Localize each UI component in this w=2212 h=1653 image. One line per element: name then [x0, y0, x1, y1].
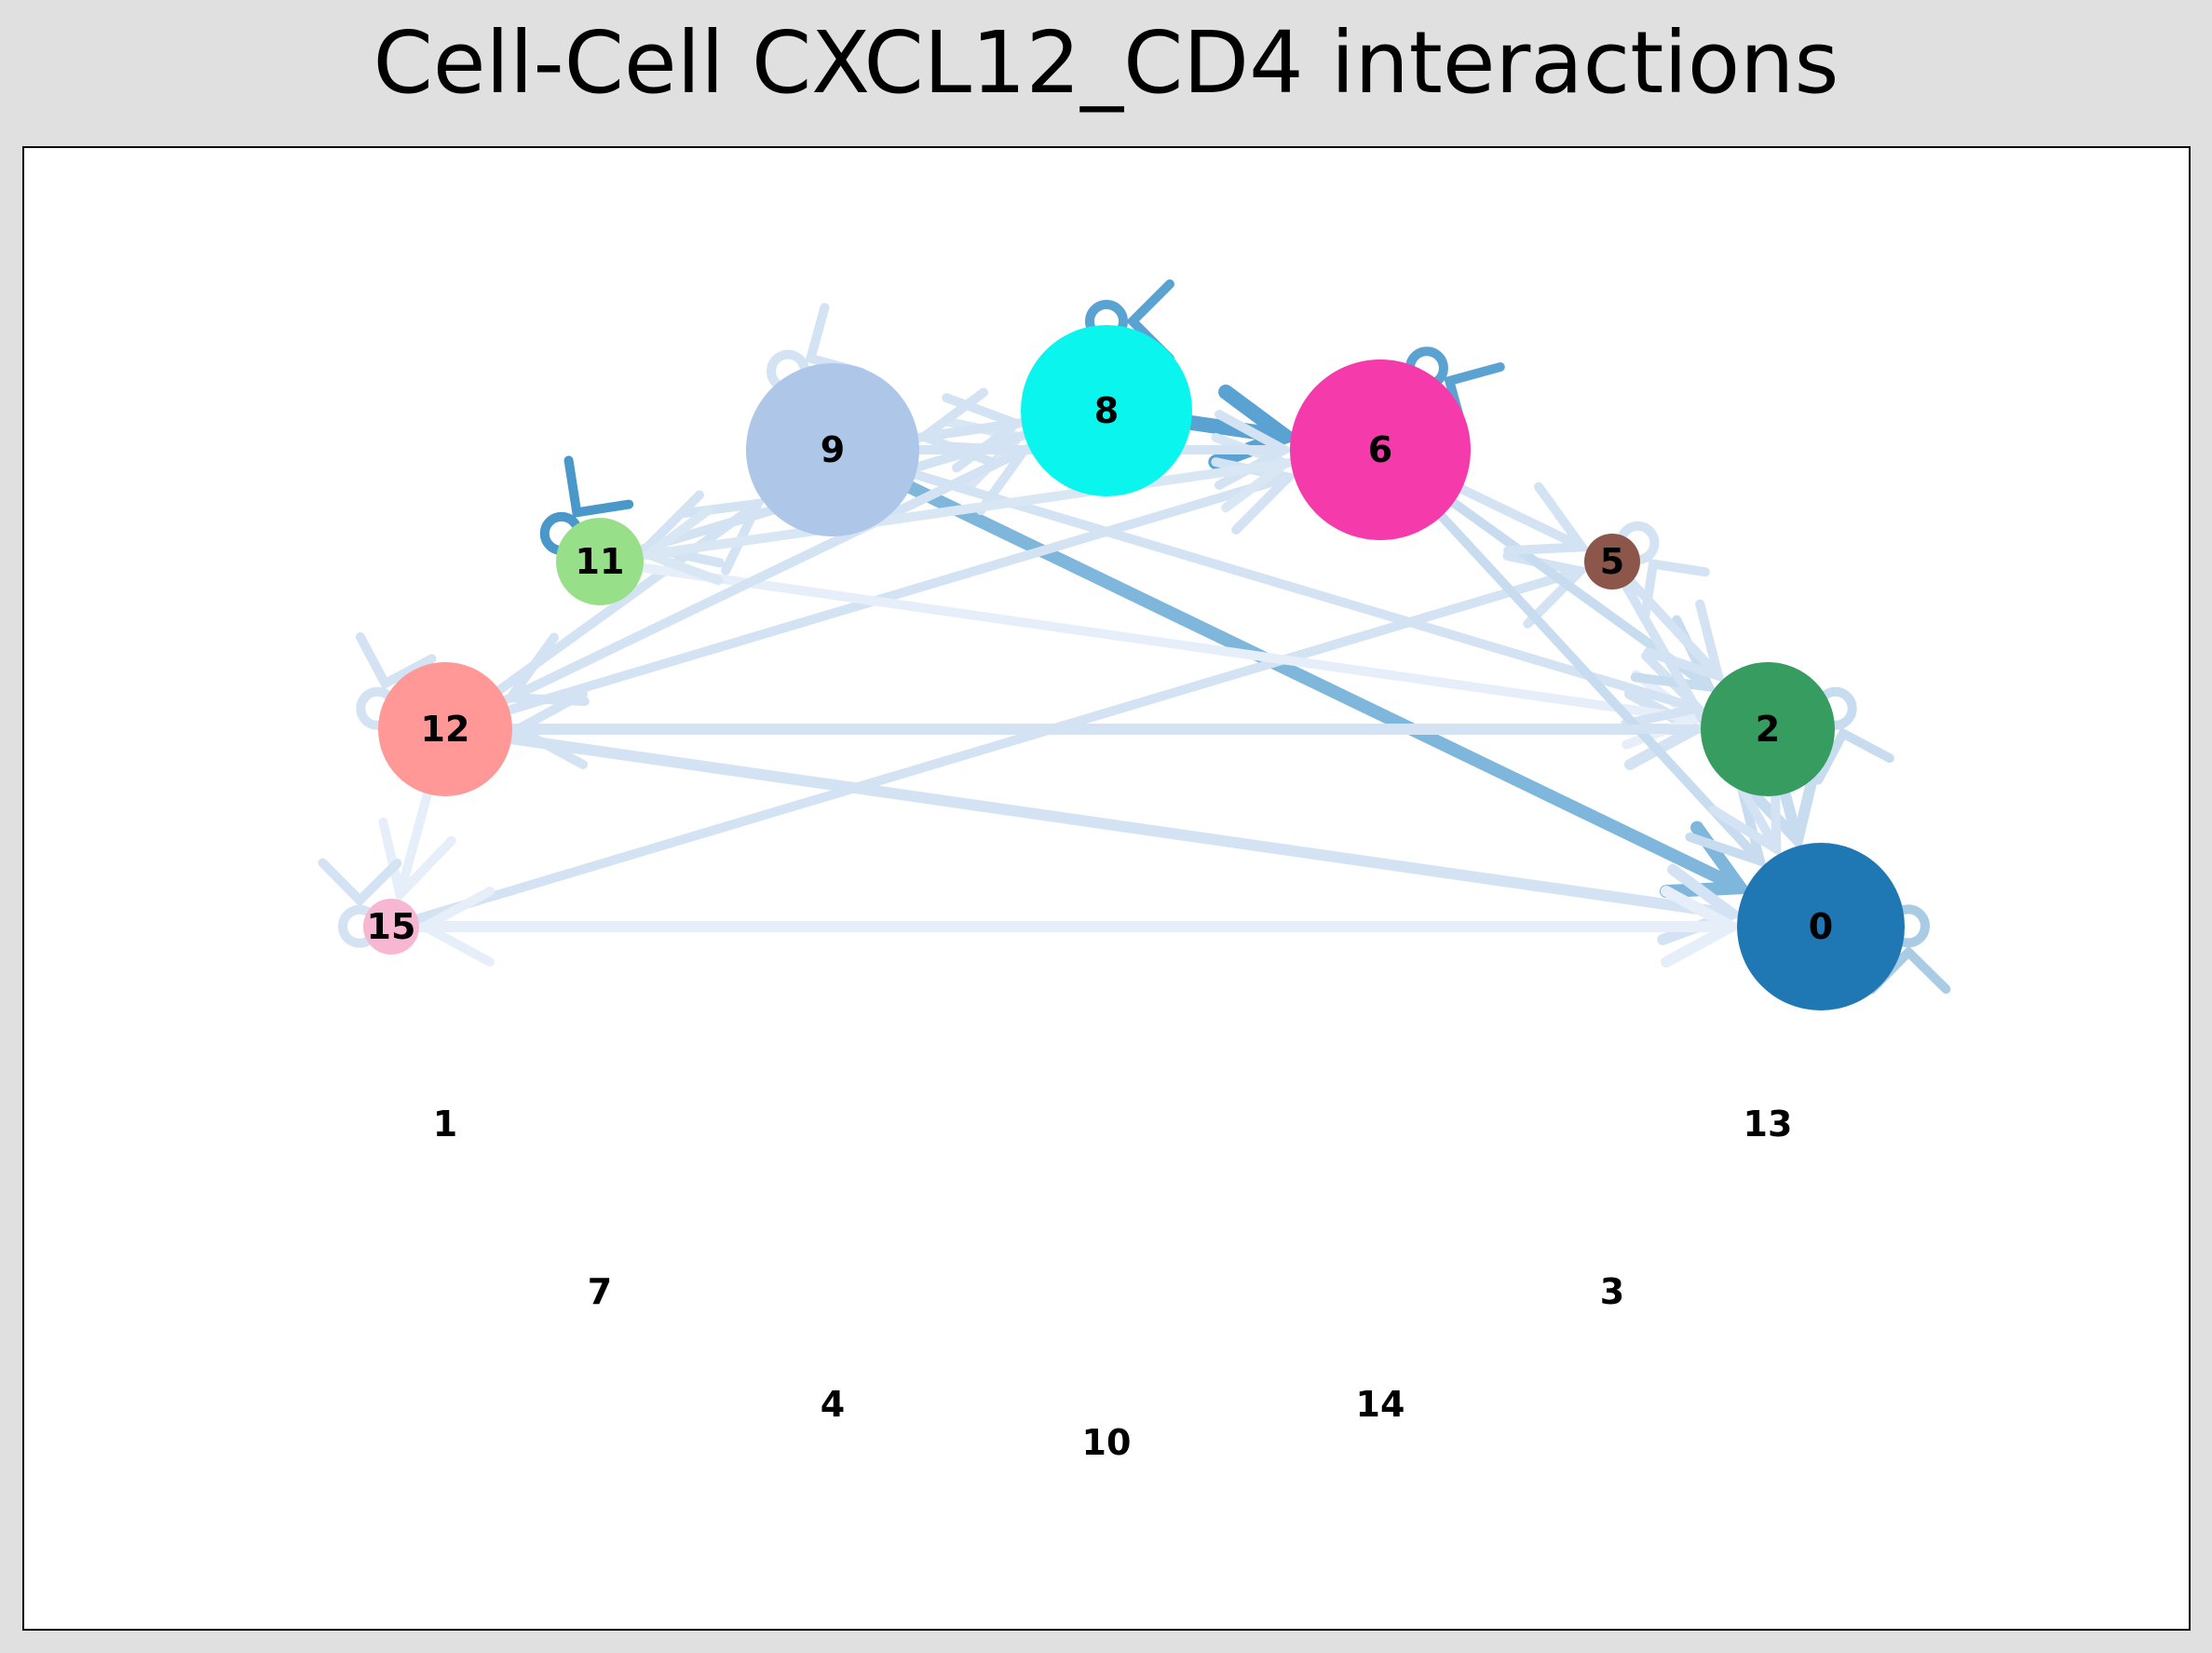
node-label-0: 0 [1809, 906, 1833, 947]
node-label-2: 2 [1756, 709, 1780, 750]
node-4: 4 [821, 1384, 845, 1425]
node-12: 12 [378, 662, 512, 796]
edges-layer [378, 384, 1825, 968]
node-circle-0 [1737, 843, 1905, 1010]
node-0: 0 [1737, 843, 1905, 1010]
node-label-3: 3 [1600, 1271, 1624, 1312]
node-3: 3 [1600, 1271, 1624, 1312]
node-label-13: 13 [1744, 1104, 1793, 1145]
node-9: 9 [746, 363, 919, 536]
node-15: 15 [363, 899, 419, 955]
node-11: 11 [556, 518, 644, 605]
node-label-9: 9 [821, 429, 845, 470]
node-label-8: 8 [1094, 390, 1119, 431]
node-label-11: 11 [576, 541, 625, 582]
edge-12-to-0 [440, 724, 1744, 946]
node-circle-15 [363, 899, 419, 955]
node-label-5: 5 [1600, 541, 1624, 582]
edge-6-to-11 [639, 445, 1385, 586]
node-circle-8 [1021, 325, 1192, 496]
node-label-6: 6 [1368, 429, 1392, 470]
node-circle-9 [746, 363, 919, 536]
node-circle-12 [378, 662, 512, 796]
node-6: 6 [1290, 359, 1471, 540]
diagram-title: Cell-Cell CXCL12_CD4 interactions [373, 13, 1839, 113]
node-circle-5 [1584, 534, 1640, 589]
edge-6-to-0 [1376, 445, 1767, 869]
node-circle-2 [1701, 662, 1835, 796]
node-5: 5 [1584, 534, 1640, 589]
node-label-14: 14 [1356, 1384, 1405, 1425]
node-label-1: 1 [433, 1104, 457, 1145]
node-2: 2 [1701, 662, 1835, 796]
node-label-10: 10 [1082, 1422, 1132, 1463]
node-7: 7 [588, 1271, 612, 1312]
node-label-4: 4 [821, 1384, 845, 1425]
node-13: 13 [1744, 1104, 1793, 1145]
edge-0-to-15 [414, 887, 1825, 967]
edge-9-to-0 [826, 443, 1753, 899]
node-8: 8 [1021, 325, 1192, 496]
node-circle-11 [556, 518, 644, 605]
edge-5-to-0 [1608, 557, 1782, 858]
node-label-15: 15 [367, 906, 416, 947]
node-10: 10 [1082, 1422, 1132, 1463]
edge-8-to-12 [501, 406, 1111, 707]
node-1: 1 [433, 1104, 457, 1145]
node-14: 14 [1356, 1384, 1405, 1425]
node-circle-6 [1290, 359, 1471, 540]
edge-2-to-12 [508, 689, 1772, 769]
node-label-12: 12 [421, 709, 470, 750]
node-label-7: 7 [588, 1271, 612, 1312]
